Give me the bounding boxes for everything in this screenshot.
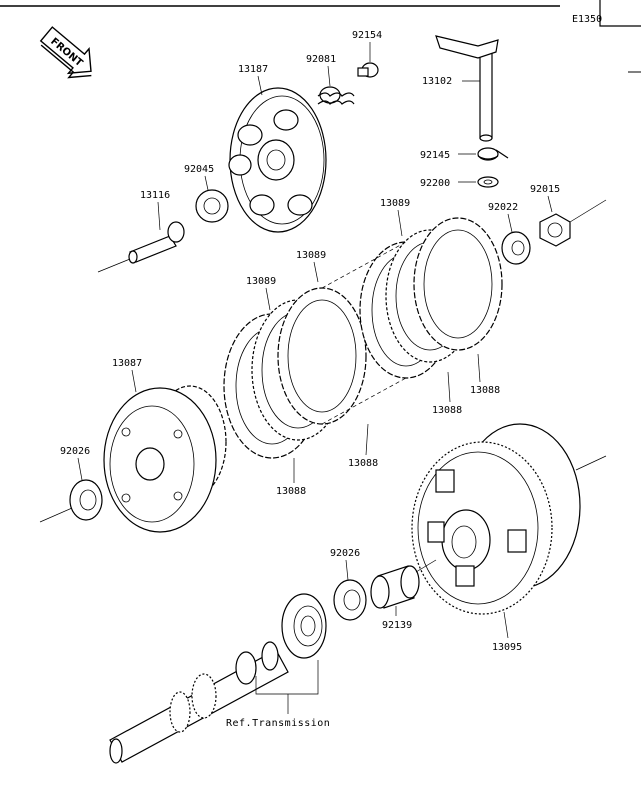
label-92026-right: 92026 bbox=[330, 548, 360, 559]
label-92139: 92139 bbox=[382, 620, 412, 631]
spring-92081 bbox=[317, 86, 355, 105]
transmission-shaft bbox=[109, 641, 289, 764]
washer-92026-left bbox=[69, 479, 103, 521]
label-92026-left: 92026 bbox=[60, 446, 90, 457]
bearing-92045 bbox=[195, 189, 229, 223]
diagram-id: E1350 bbox=[572, 14, 602, 25]
bolt-92154 bbox=[357, 62, 379, 78]
washer-92200 bbox=[477, 176, 499, 188]
nut-92015 bbox=[539, 213, 571, 247]
label-13089-b: 13089 bbox=[296, 250, 326, 261]
label-13088-d: 13088 bbox=[276, 486, 306, 497]
ref-bracket bbox=[255, 660, 319, 695]
clutch-plate-stack bbox=[223, 217, 503, 459]
clutch-hub-13087 bbox=[103, 385, 227, 533]
label-92081: 92081 bbox=[306, 54, 336, 65]
transmission-bearing bbox=[281, 593, 327, 659]
label-92015: 92015 bbox=[530, 184, 560, 195]
label-13095: 13095 bbox=[492, 642, 522, 653]
label-13088-b: 13088 bbox=[432, 405, 462, 416]
label-13116: 13116 bbox=[140, 190, 170, 201]
ref-transmission-label: Ref.Transmission bbox=[226, 718, 330, 729]
label-13088-a: 13088 bbox=[470, 385, 500, 396]
label-92022: 92022 bbox=[488, 202, 518, 213]
spring-92145 bbox=[477, 147, 509, 161]
corner-frame bbox=[599, 0, 641, 27]
sleeve-92139 bbox=[370, 565, 420, 609]
clutch-housing-13095 bbox=[411, 423, 581, 615]
label-13187: 13187 bbox=[238, 64, 268, 75]
push-rod-13116 bbox=[128, 221, 185, 264]
washer-92022 bbox=[501, 231, 531, 265]
label-92045: 92045 bbox=[184, 164, 214, 175]
pressure-plate-13187 bbox=[228, 87, 327, 233]
label-92200: 92200 bbox=[420, 178, 450, 189]
label-92154: 92154 bbox=[352, 30, 382, 41]
label-13089-c: 13089 bbox=[246, 276, 276, 287]
release-shaft-13102 bbox=[435, 35, 499, 142]
washer-92026-right bbox=[333, 579, 367, 621]
label-13102: 13102 bbox=[422, 76, 452, 87]
label-13087: 13087 bbox=[112, 358, 142, 369]
label-13089-a: 13089 bbox=[380, 198, 410, 209]
front-arrow-icon: FRONT bbox=[39, 26, 92, 79]
label-92145: 92145 bbox=[420, 150, 450, 161]
label-13088-c: 13088 bbox=[348, 458, 378, 469]
